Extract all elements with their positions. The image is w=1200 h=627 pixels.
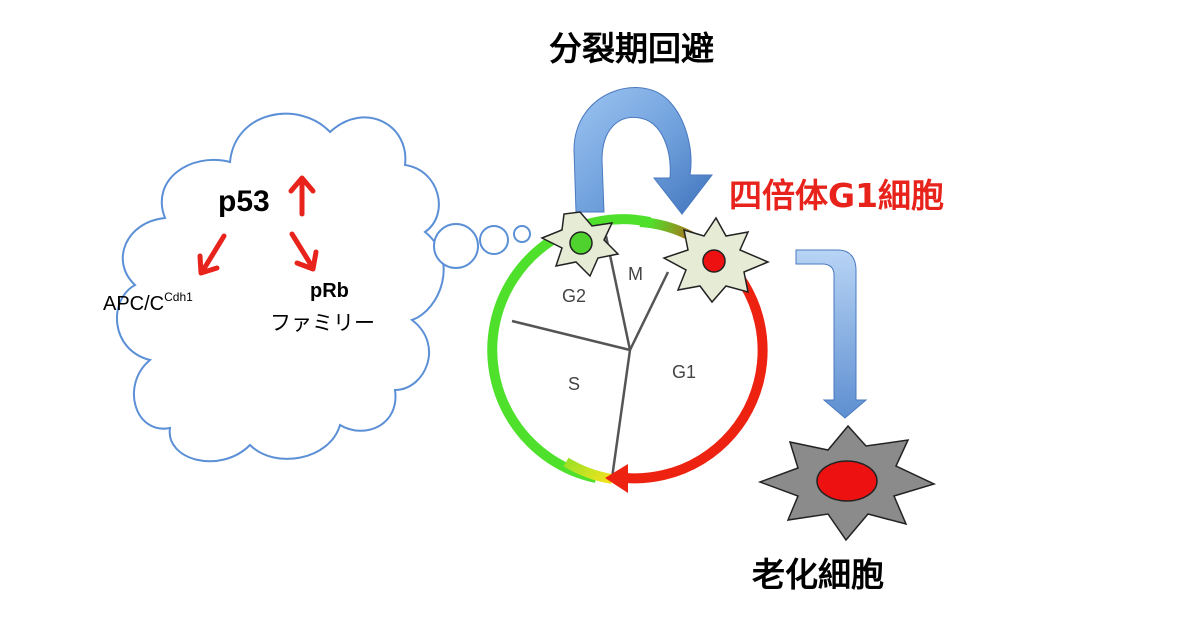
mitosis-skip-arrow bbox=[573, 86, 714, 215]
senescent-nucleus bbox=[816, 460, 878, 502]
thought-bubble-large bbox=[433, 223, 479, 269]
p53-label: p53 bbox=[218, 185, 270, 218]
green-nucleus bbox=[569, 231, 593, 255]
down-left-arrow-icon bbox=[197, 233, 227, 276]
down-right-arrow-icon bbox=[289, 231, 319, 272]
thought-cloud bbox=[116, 112, 531, 463]
senescence-arrow bbox=[795, 249, 868, 419]
family-label: ファミリー bbox=[270, 311, 375, 335]
divider-s-g1 bbox=[610, 349, 632, 479]
thought-bubble-medium bbox=[479, 225, 509, 255]
ring-arrowhead bbox=[605, 464, 628, 493]
tetraploid-g1-label: 四倍体G1細胞 bbox=[729, 176, 944, 215]
ring-yellow-segment bbox=[563, 457, 613, 484]
apc-superscript: Cdh1 bbox=[164, 290, 193, 304]
prb-label: pRb bbox=[310, 280, 349, 302]
thought-bubble-small bbox=[513, 225, 531, 243]
senescent-cell bbox=[757, 424, 937, 542]
red-nucleus bbox=[702, 249, 726, 273]
phase-s-label: S bbox=[568, 374, 580, 394]
apc-main-text: APC/C bbox=[103, 293, 164, 315]
divider-g2-s bbox=[511, 319, 631, 352]
tetraploid-cell bbox=[662, 216, 770, 304]
divider-m-right bbox=[628, 271, 670, 351]
mitosis-skip-label: 分裂期回避 bbox=[549, 29, 714, 68]
up-arrow-icon bbox=[288, 175, 316, 217]
apc-label: APC/CCdh1 bbox=[103, 290, 193, 315]
phase-m-label: M bbox=[628, 264, 643, 284]
cloud-outline bbox=[116, 112, 445, 463]
senescent-cell-label: 老化細胞 bbox=[752, 555, 884, 594]
phase-g1-label: G1 bbox=[672, 362, 696, 382]
phase-g2-label: G2 bbox=[562, 286, 586, 306]
g2-cell bbox=[540, 211, 620, 278]
